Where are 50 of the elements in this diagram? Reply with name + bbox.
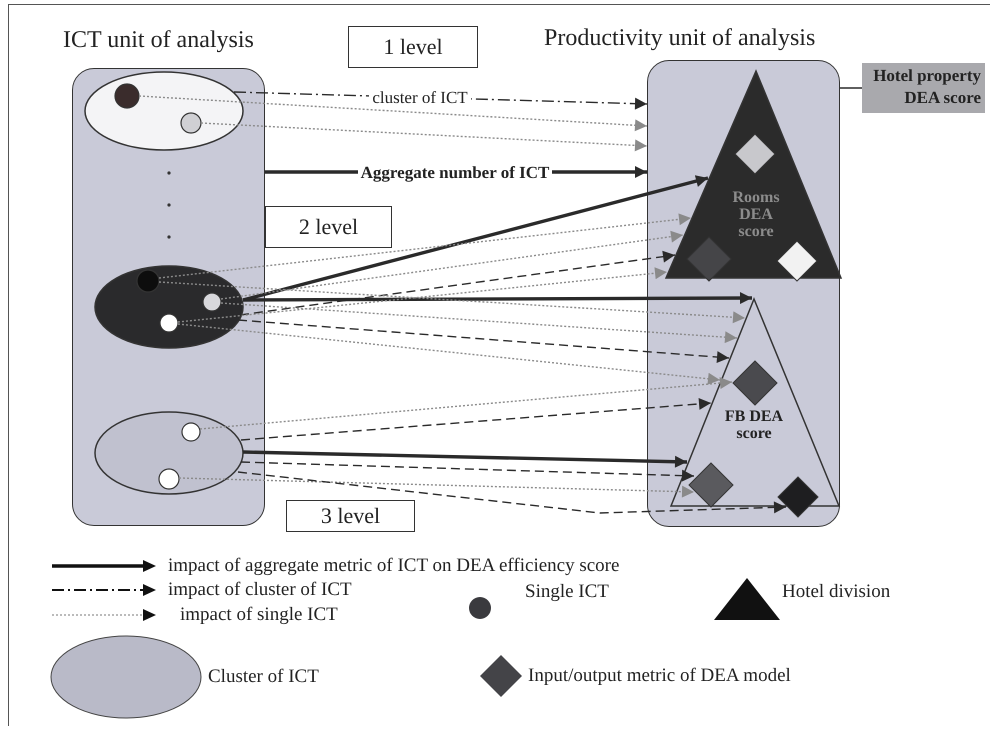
arrow <box>240 398 712 441</box>
ict-dot <box>136 269 160 293</box>
level-box: 3 level <box>286 500 415 532</box>
triangle-label: FB DEA score <box>724 408 784 442</box>
arrow <box>243 292 752 304</box>
cluster-ellipse <box>84 71 244 151</box>
arrow <box>158 213 692 279</box>
metric-diamond <box>778 477 818 517</box>
cluster-ellipse <box>94 411 244 495</box>
legend-label: Single ICT <box>525 581 609 603</box>
metric-diamond <box>735 134 775 174</box>
legend-label: impact of single ICT <box>180 604 338 626</box>
arrow <box>178 267 668 323</box>
legend-label: Cluster of ICT <box>208 666 319 688</box>
arrow <box>178 323 720 385</box>
arrow <box>240 461 694 482</box>
triangle-label: Rooms DEA score <box>731 189 781 240</box>
cluster-ellipse <box>94 265 244 349</box>
ict-dot <box>158 468 180 490</box>
metric-diamond <box>777 241 817 281</box>
arrow <box>178 477 694 498</box>
arrow <box>138 95 648 132</box>
arrow <box>200 377 732 430</box>
panel-title: Productivity unit of analysis <box>544 25 816 52</box>
legend-label: Input/output metric of DEA model <box>528 665 791 687</box>
arrow <box>242 175 708 302</box>
arrow <box>220 302 738 344</box>
legend-label: impact of aggregate metric of ICT on DEA efficiency score <box>168 555 620 577</box>
panel-title: ICT unit of analysis <box>63 27 254 54</box>
arrow <box>220 230 684 300</box>
level-box: 2 level <box>265 206 392 248</box>
metric-diamond <box>689 463 733 507</box>
arrow <box>238 319 730 364</box>
ict-dot <box>159 313 179 333</box>
arrow <box>238 471 786 514</box>
ict-dot <box>202 292 222 312</box>
ict-dot <box>181 422 201 442</box>
arrow <box>242 450 688 468</box>
metric-diamond <box>733 361 777 405</box>
legend-label: impact of cluster of ICT <box>168 579 352 601</box>
ict-dot <box>180 112 202 134</box>
level-box: 1 level <box>348 26 478 68</box>
connector-line <box>840 87 862 89</box>
score-tag: Hotel property DEA score <box>862 63 985 113</box>
metric-diamond <box>687 237 731 281</box>
arrow <box>200 122 648 152</box>
arrow <box>240 250 676 316</box>
legend-label: Hotel division <box>782 581 890 603</box>
ict-dot <box>114 83 140 109</box>
arrow <box>158 281 746 324</box>
